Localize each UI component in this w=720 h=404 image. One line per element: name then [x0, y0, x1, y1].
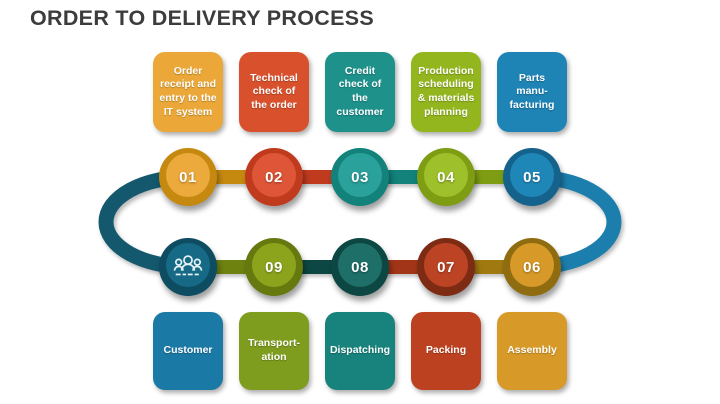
step-box-label: Credit check of the customer	[336, 64, 384, 118]
step-box-label: Production scheduling & materials planni…	[417, 64, 475, 118]
step-circle-06: 06	[503, 238, 561, 296]
customers-icon	[173, 254, 203, 275]
step-box-label: Packing	[425, 344, 467, 357]
right-loop-curve	[531, 169, 622, 275]
step-box-packing: Packing	[411, 312, 481, 390]
step-circle-inner	[338, 243, 382, 287]
step-circle-09: 09	[245, 238, 303, 296]
step-circle-inner	[252, 153, 296, 197]
step-box-label: Dispatching	[329, 344, 391, 357]
step-box-credit-check: Credit check of the customer	[325, 52, 395, 132]
step-box-dispatching: Dispatching	[325, 312, 395, 390]
step-number: 05	[523, 168, 541, 186]
step-box-technical-check: Technical check of the order	[239, 52, 309, 132]
page-title: ORDER TO DELIVERY PROCESS	[30, 6, 375, 30]
step-circle-07: 07	[417, 238, 475, 296]
step-number: 03	[351, 168, 369, 186]
step-circle-08: 08	[331, 238, 389, 296]
step-circle-inner	[424, 153, 468, 197]
step-number: 01	[179, 168, 197, 186]
step-circle-inner	[252, 243, 296, 287]
step-number: 06	[523, 258, 541, 276]
step-box-customer: Customer	[153, 312, 223, 390]
step-circle-inner	[510, 243, 554, 287]
step-circle-inner	[338, 153, 382, 197]
step-box-parts-manufacturing: Parts manu-facturing	[497, 52, 567, 132]
step-box-label: Parts manu-facturing	[509, 71, 555, 111]
left-loop-curve	[98, 169, 189, 275]
step-circle-01: 01	[159, 148, 217, 206]
step-circle-04: 04	[417, 148, 475, 206]
step-number: 09	[265, 258, 283, 276]
step-box-label: Customer	[163, 344, 213, 357]
step-circle-05: 05	[503, 148, 561, 206]
step-box-assembly: Assembly	[497, 312, 567, 390]
step-number: 04	[437, 168, 455, 186]
step-circle-inner	[424, 243, 468, 287]
step-number: 08	[351, 258, 369, 276]
step-number: 07	[437, 258, 455, 276]
step-circle-inner	[166, 243, 210, 287]
step-box-order-receipt: Order receipt and entry to the IT system	[153, 52, 223, 132]
step-box-label: Technical check of the order	[250, 71, 298, 111]
step-box-label: Assembly	[507, 344, 557, 357]
step-circle-customer	[159, 238, 217, 296]
step-box-label: Order receipt and entry to the IT system	[159, 64, 217, 118]
step-box-label: Transport-ation	[248, 337, 300, 363]
step-box-production-scheduling: Production scheduling & materials planni…	[411, 52, 481, 132]
step-circle-inner	[510, 153, 554, 197]
step-box-transportation: Transport-ation	[239, 312, 309, 390]
step-number: 02	[265, 168, 283, 186]
step-circle-02: 02	[245, 148, 303, 206]
step-circle-inner	[166, 153, 210, 197]
step-circle-03: 03	[331, 148, 389, 206]
